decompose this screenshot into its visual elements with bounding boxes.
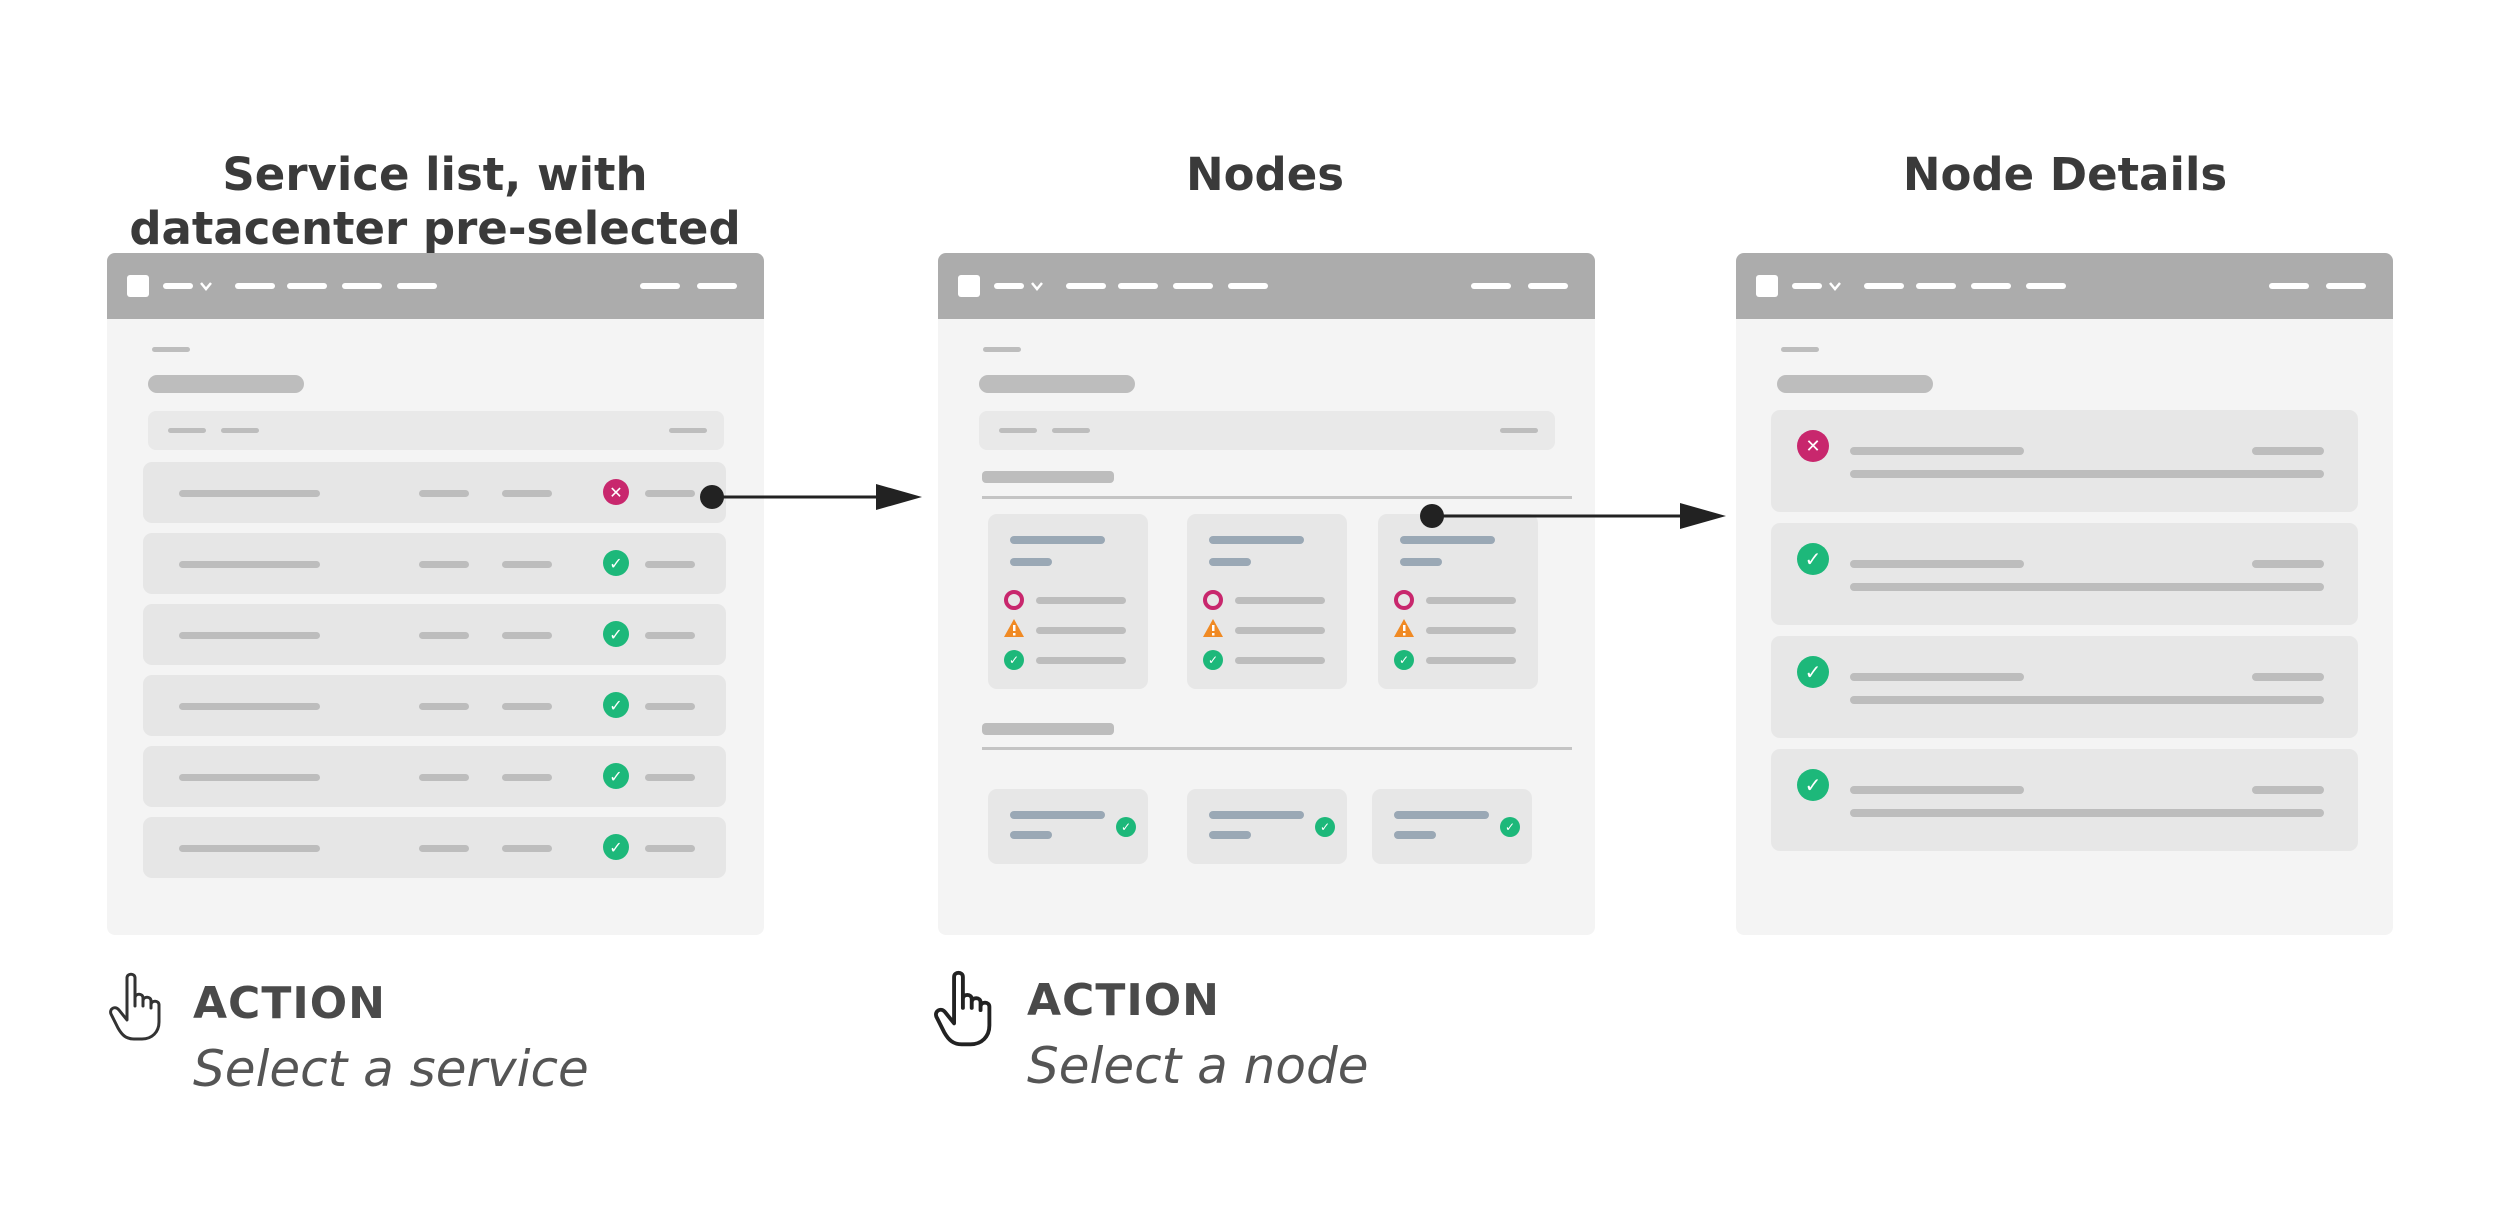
check-circle-icon: ✓ — [603, 834, 629, 860]
check-circle-icon: ✓ — [603, 621, 629, 647]
action-description: Select a service — [193, 1040, 589, 1098]
action-label: ACTION — [1027, 975, 1220, 1026]
mockup-nav-bar — [1736, 253, 2393, 319]
node-card[interactable]: ✓ — [1187, 514, 1347, 689]
mockup-nav-bar — [938, 253, 1595, 319]
nodes-mockup: ✓ ✓ ✓ ✓ ✓ ✓ — [938, 253, 1595, 935]
health-check-row[interactable]: ✓ — [1771, 636, 2358, 738]
check-circle-icon: ✓ — [1797, 769, 1829, 801]
node-card-small[interactable]: ✓ — [988, 789, 1148, 864]
node-details-mockup: ✕ ✓ ✓ ✓ — [1736, 253, 2393, 935]
logo-icon — [958, 275, 980, 297]
panel-title-service-list: Service list, with datacenter pre-select… — [129, 148, 741, 255]
x-circle-icon — [1394, 590, 1414, 610]
health-check-row[interactable]: ✓ — [1771, 523, 2358, 625]
panel-title-nodes: Nodes — [1185, 148, 1345, 201]
panel-title-node-details: Node Details — [1902, 148, 2228, 201]
action-label: ACTION — [193, 978, 386, 1029]
service-list-mockup: ✕ ✓ ✓ ✓ ✓ ✓ — [107, 253, 764, 935]
mockup-nav-bar — [107, 253, 764, 319]
node-card[interactable]: ✓ — [1378, 514, 1538, 689]
health-check-row[interactable]: ✕ — [1771, 410, 2358, 512]
logo-icon — [127, 275, 149, 297]
service-row[interactable]: ✕ — [143, 462, 726, 523]
node-card-small[interactable]: ✓ — [1187, 789, 1347, 864]
warning-triangle-icon — [1394, 619, 1414, 637]
warning-triangle-icon — [1203, 619, 1223, 637]
check-circle-icon: ✓ — [603, 550, 629, 576]
filter-bar — [979, 411, 1555, 450]
check-circle-icon: ✓ — [603, 763, 629, 789]
hand-pointer-icon — [934, 970, 992, 1047]
x-circle-icon — [1203, 590, 1223, 610]
node-card-small[interactable]: ✓ — [1372, 789, 1532, 864]
service-row[interactable]: ✓ — [143, 533, 726, 594]
check-circle-icon: ✓ — [1394, 650, 1414, 670]
check-circle-icon: ✓ — [1315, 817, 1335, 837]
service-row[interactable]: ✓ — [143, 604, 726, 665]
arrow-nodes-to-details — [1420, 503, 1726, 529]
check-circle-icon: ✓ — [1203, 650, 1223, 670]
node-card[interactable]: ✓ — [988, 514, 1148, 689]
x-circle-icon — [1004, 590, 1024, 610]
check-circle-icon: ✓ — [1004, 650, 1024, 670]
check-circle-icon: ✓ — [603, 692, 629, 718]
chevron-down-icon — [1829, 282, 1841, 291]
x-circle-icon: ✕ — [603, 479, 629, 505]
filter-bar — [148, 411, 724, 450]
service-row[interactable]: ✓ — [143, 675, 726, 736]
service-row[interactable]: ✓ — [143, 817, 726, 878]
check-circle-icon: ✓ — [1116, 817, 1136, 837]
check-circle-icon: ✓ — [1797, 543, 1829, 575]
service-row[interactable]: ✓ — [143, 746, 726, 807]
health-check-row[interactable]: ✓ — [1771, 749, 2358, 851]
action-description: Select a node — [1027, 1037, 1369, 1095]
chevron-down-icon — [1031, 282, 1043, 291]
warning-triangle-icon — [1004, 619, 1024, 637]
check-circle-icon: ✓ — [1797, 656, 1829, 688]
check-circle-icon: ✓ — [1500, 817, 1520, 837]
hand-pointer-icon — [109, 972, 161, 1041]
logo-icon — [1756, 275, 1778, 297]
x-circle-icon: ✕ — [1797, 430, 1829, 462]
chevron-down-icon — [200, 282, 212, 291]
arrow-service-to-nodes — [700, 484, 922, 510]
